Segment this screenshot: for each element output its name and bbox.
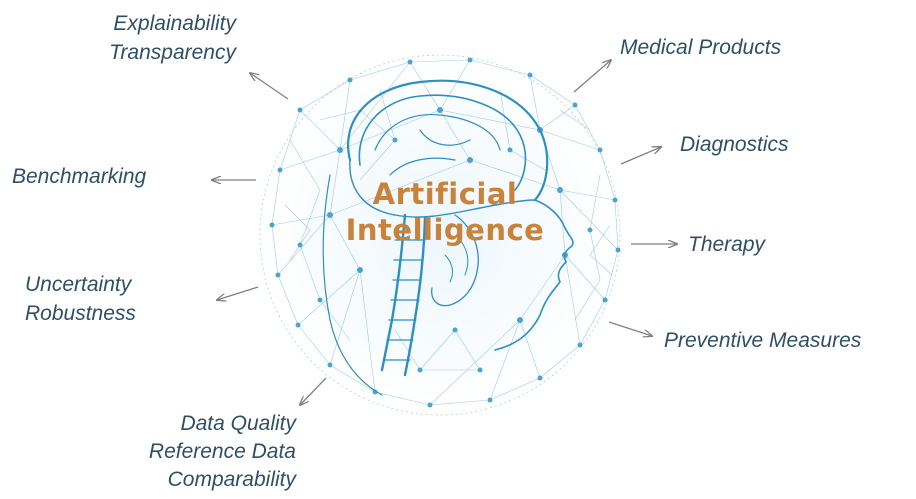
sphere-outline xyxy=(259,54,621,416)
arrow-diagnostics xyxy=(620,147,661,165)
label-group-uncertainty: Uncertainty Robustness xyxy=(25,272,136,326)
label-diagnostics: Diagnostics xyxy=(680,133,789,156)
label-explainability: Explainability xyxy=(113,12,236,35)
label-group-data-quality: Data Quality Reference Data Comparabilit… xyxy=(96,411,296,492)
label-benchmarking: Benchmarking xyxy=(12,165,147,188)
label-reference-data: Reference Data xyxy=(148,440,296,463)
center-title-line1: Artificial xyxy=(372,177,518,211)
arrow-uncertainty xyxy=(217,286,259,300)
label-preventive-measures: Preventive Measures xyxy=(664,329,862,352)
label-transparency: Transparency xyxy=(109,41,236,64)
brain-head-illustration xyxy=(322,79,574,396)
arrow-explainability xyxy=(250,73,289,100)
network-nodes xyxy=(269,57,621,408)
label-data-quality: Data Quality xyxy=(180,412,296,435)
center-title: Artificial Intelligence xyxy=(335,176,555,248)
arrow-medical-products xyxy=(573,60,611,93)
label-therapy: Therapy xyxy=(688,233,766,256)
arrow-data-quality xyxy=(300,377,327,405)
label-medical-products: Medical Products xyxy=(620,36,782,59)
arrow-preventive-measures xyxy=(608,321,652,336)
arrows xyxy=(212,60,677,405)
center-title-line2: Intelligence xyxy=(345,213,545,247)
label-group-explainability: Explainability Transparency xyxy=(60,11,236,65)
label-uncertainty: Uncertainty xyxy=(25,273,132,296)
label-comparability: Comparability xyxy=(167,468,296,491)
label-robustness: Robustness xyxy=(25,302,136,325)
